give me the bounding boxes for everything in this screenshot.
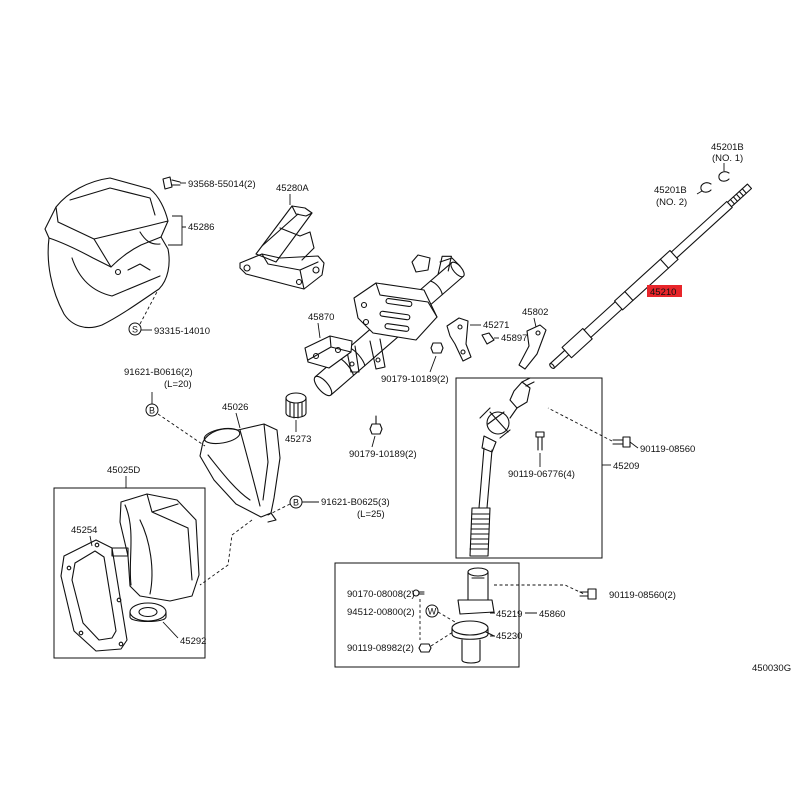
label-45870[interactable]: 45870 [308,312,334,323]
label-93568-55014[interactable]: 93568-55014(2) [188,179,256,190]
label-90119-06776[interactable]: 90119-06776(4) [508,469,575,480]
label-45219[interactable]: 45219 [496,609,522,620]
symbol-w-text: W [428,607,437,617]
part-45025D-boot-drawing [111,493,200,602]
part-45286-drawing [44,177,170,329]
part-45802-drawing [518,324,547,370]
clip-45201B-no2-icon [700,182,712,193]
diagram-code: 450030G [752,663,791,674]
symbol-w: W [425,604,439,618]
bolt-90179-a-icon [430,342,444,354]
symbol-b-1: B [145,403,159,417]
symbol-b-1-text: B [149,406,155,416]
part-45209-drawing [469,377,535,557]
bolt-90119-06776-icon [535,431,545,451]
label-45860[interactable]: 45860 [539,609,565,620]
part-45271-drawing [446,317,472,362]
part-45230-drawing [451,620,495,664]
bolt-90119-08560-2-icon [579,588,597,600]
bolt-90179-b-icon [369,415,383,435]
label-91621-B0616[interactable]: 91621-B0616(2) [124,367,193,378]
label-45286[interactable]: 45286 [188,222,214,233]
label-length-25: (L=25) [357,509,385,520]
part-45273-drawing [285,392,307,419]
part-45870-drawing [304,335,353,369]
label-45292[interactable]: 45292 [180,636,206,647]
label-45026[interactable]: 45026 [222,402,248,413]
bolt-93568-icon [162,176,181,190]
label-45230[interactable]: 45230 [496,631,522,642]
label-94512-00800[interactable]: 94512-00800(2) [347,607,415,618]
label-91621-B0625[interactable]: 91621-B0625(3) [321,497,390,508]
part-column-top-drawing [411,254,461,273]
label-90170-08008[interactable]: 90170-08008(2) [347,589,415,600]
label-93315-14010[interactable]: 93315-14010 [154,326,210,337]
bolt-90119-08982-icon [418,643,432,653]
label-45271[interactable]: 45271 [483,320,509,331]
label-45210[interactable]: 45210 [650,287,676,298]
bolt-90170-icon [412,589,425,597]
label-length-20: (L=20) [164,379,192,390]
group-box-45209 [455,377,603,559]
label-45802[interactable]: 45802 [522,307,548,318]
group-box-45860 [334,562,520,668]
label-90119-08560[interactable]: 90119-08560 [640,444,695,455]
label-45273[interactable]: 45273 [285,434,311,445]
label-45897[interactable]: 45897 [501,333,527,344]
bolt-90119-08560-icon [612,436,631,448]
part-45280A-drawing [239,205,325,290]
highlight-box [647,285,682,297]
label-45254[interactable]: 45254 [71,525,97,536]
label-90179-10189-b[interactable]: 90179-10189(2) [349,449,417,460]
label-45201B-no1[interactable]: 45201B [711,142,744,153]
part-45292-drawing [129,602,167,623]
label-45025D[interactable]: 45025D [107,465,140,476]
label-no1: (NO. 1) [712,153,743,164]
label-45210-highlighted[interactable]: 45210 [647,285,682,298]
symbol-b-2-text: B [293,498,299,508]
label-45209[interactable]: 45209 [613,461,639,472]
group-box-45025D [53,487,206,659]
part-45210-drawing [549,183,753,369]
label-90179-10189-a[interactable]: 90179-10189(2) [381,374,449,385]
symbol-b-2: B [289,495,303,509]
label-90119-08560-2[interactable]: 90119-08560(2) [609,590,676,601]
part-45219-drawing [457,567,495,615]
part-45026-drawing [199,423,281,523]
label-45201B-no2[interactable]: 45201B [654,185,687,196]
part-45897-drawing [481,332,495,345]
label-90119-08982[interactable]: 90119-08982(2) [347,643,414,654]
label-no2: (NO. 2) [656,197,687,208]
symbol-s: S [128,322,142,336]
symbol-s-text: S [132,325,138,335]
label-45280A[interactable]: 45280A [276,183,309,194]
part-45254-drawing [60,539,128,652]
part-column-plate-drawing [345,282,438,373]
clip-45201B-no1-icon [718,171,730,182]
